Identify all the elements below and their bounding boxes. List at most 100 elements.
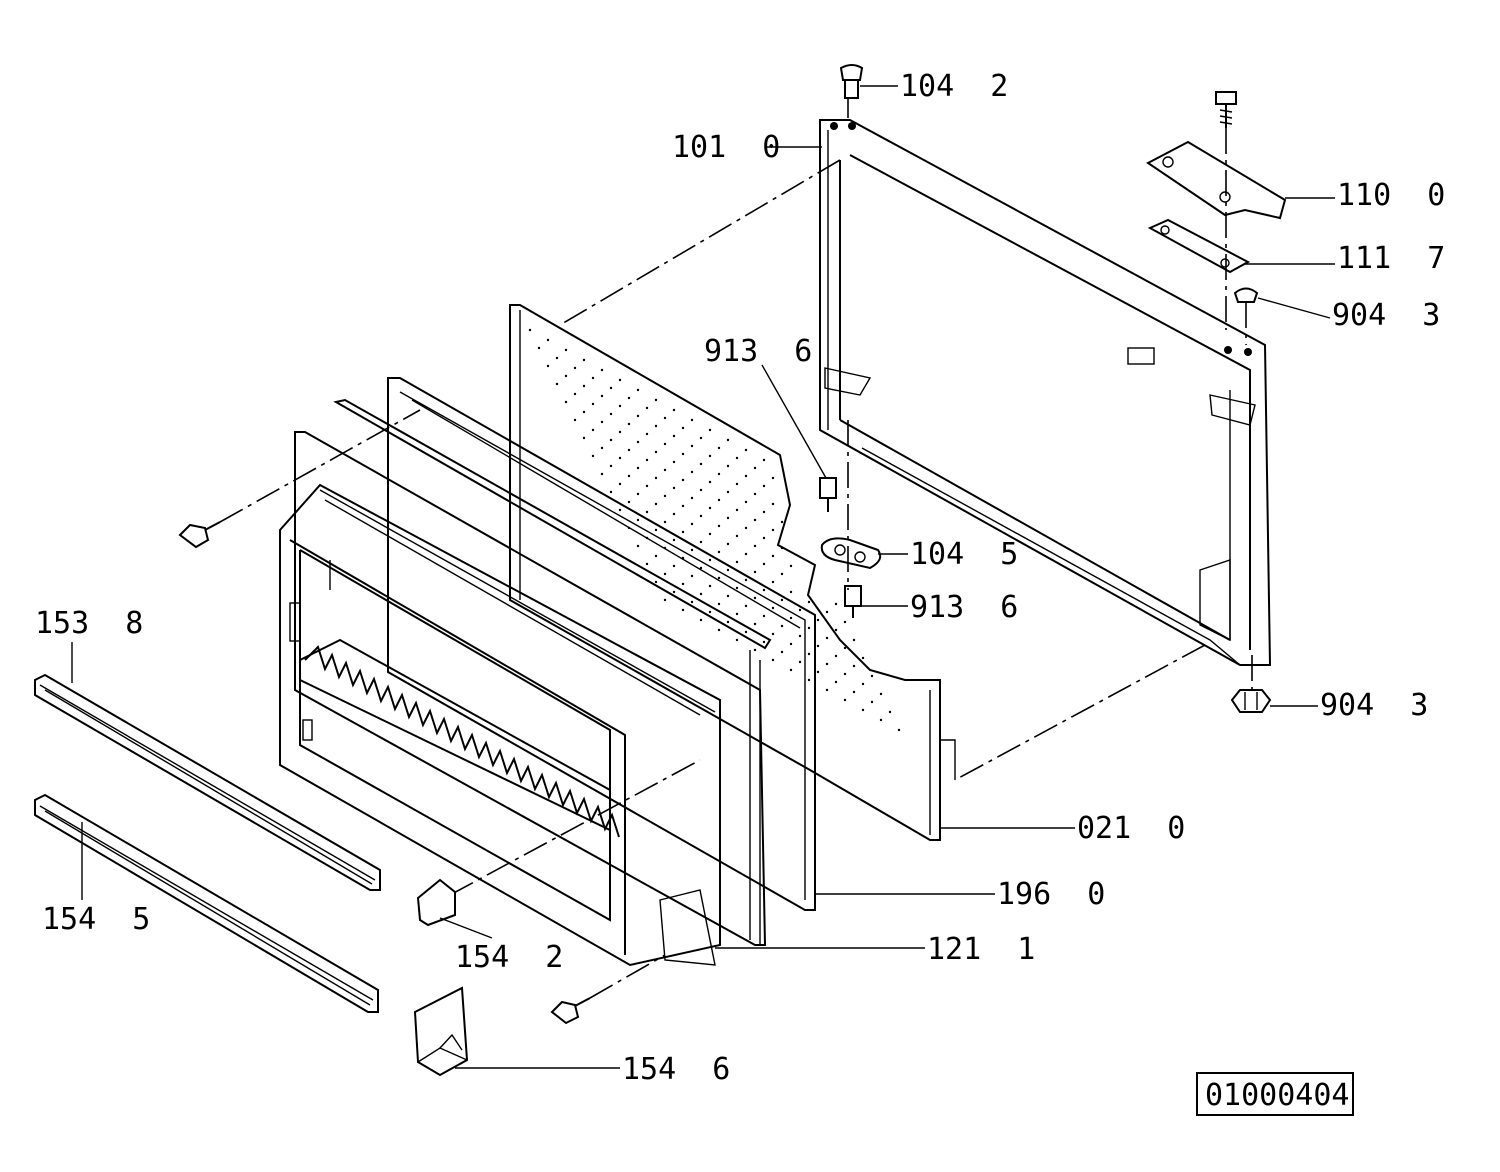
panel-dot xyxy=(654,554,658,558)
panel-dot xyxy=(798,634,802,638)
panel-dot xyxy=(663,468,667,472)
panel-dot xyxy=(573,418,577,422)
cap-104-2 xyxy=(839,64,864,99)
panel-dot xyxy=(717,576,721,580)
panel-dot xyxy=(600,394,604,398)
panel-dot xyxy=(546,338,550,342)
panel-dot xyxy=(645,406,649,410)
panel-dot xyxy=(591,454,595,458)
panel-dot xyxy=(627,474,631,478)
panel-dot xyxy=(708,480,712,484)
rear-frame xyxy=(819,119,1272,666)
panel-dot xyxy=(726,620,730,624)
panel-dot xyxy=(825,610,829,614)
panel-dot xyxy=(771,476,775,480)
panel-dot xyxy=(609,464,613,468)
panel-dot xyxy=(672,564,676,568)
panel-dot xyxy=(762,640,766,644)
panel-dot xyxy=(762,458,766,462)
panel-dot xyxy=(699,540,703,544)
screw-left xyxy=(178,521,221,549)
foot-904-3-bottom xyxy=(1230,689,1272,713)
panel-dot xyxy=(681,478,685,482)
panel-dot xyxy=(816,644,820,648)
panel-dot xyxy=(654,502,658,506)
panel-dot xyxy=(735,612,739,616)
drawing-number: 01000404 xyxy=(1205,1078,1350,1113)
screw-913-upper xyxy=(819,477,837,512)
panel-dot xyxy=(618,508,622,512)
panel-dot xyxy=(627,500,631,504)
panel-dot xyxy=(789,616,793,620)
screw-913-lower xyxy=(844,585,862,618)
panel-dot xyxy=(546,364,550,368)
panel-dot xyxy=(627,396,631,400)
panel-dot xyxy=(618,482,622,486)
panel-dot xyxy=(744,552,748,556)
panel-dot xyxy=(861,682,865,686)
panel-dots xyxy=(528,328,901,732)
panel-dot xyxy=(681,608,685,612)
panel-dot xyxy=(843,620,847,624)
callout-labels: 104 2 101 0 110 0 111 7 904 3 913 6 104 … xyxy=(35,69,1445,1087)
panel-dot xyxy=(879,718,883,722)
panel-dot xyxy=(789,590,793,594)
screw-top xyxy=(1215,91,1237,128)
panel-dot xyxy=(753,622,757,626)
panel-dot xyxy=(807,652,811,656)
panel-dot xyxy=(726,594,730,598)
panel-dot xyxy=(672,538,676,542)
panel-dot xyxy=(708,610,712,614)
panel-dot xyxy=(591,428,595,432)
panel-dot xyxy=(582,436,586,440)
panel-dot xyxy=(771,580,775,584)
panel-dot xyxy=(690,600,694,604)
panel-dot xyxy=(717,550,721,554)
panel-dot xyxy=(672,512,676,516)
panel-dot xyxy=(645,432,649,436)
panel-dot xyxy=(636,440,640,444)
panel-dot xyxy=(807,626,811,630)
panel-dot xyxy=(591,402,595,406)
panel-dot xyxy=(636,544,640,548)
seal-frame-121 xyxy=(294,431,767,966)
panel-dot xyxy=(861,708,865,712)
panel-dot xyxy=(645,484,649,488)
screw-bottom xyxy=(550,997,591,1025)
panel-dot xyxy=(735,534,739,538)
callout-154-5: 154 5 xyxy=(42,902,150,937)
panel-dot xyxy=(699,436,703,440)
panel-dot xyxy=(744,630,748,634)
panel-dot xyxy=(708,532,712,536)
panel-dot xyxy=(582,384,586,388)
panel-dot xyxy=(771,658,775,662)
panel-dot xyxy=(852,664,856,668)
panel-dot xyxy=(690,548,694,552)
callout-154-6: 154 6 xyxy=(622,1052,730,1087)
panel-dot xyxy=(726,464,730,468)
rail-154-5 xyxy=(34,793,379,1013)
callout-111-7: 111 7 xyxy=(1337,241,1445,276)
panel-dot xyxy=(816,670,820,674)
panel-dot xyxy=(663,416,667,420)
panel-dot xyxy=(744,474,748,478)
panel-dot xyxy=(825,688,829,692)
panel-dot xyxy=(708,584,712,588)
panel-dot xyxy=(888,710,892,714)
panel-dot xyxy=(645,562,649,566)
panel-dot xyxy=(726,438,730,442)
panel-dot xyxy=(717,498,721,502)
panel-dot xyxy=(744,500,748,504)
panel-dot xyxy=(690,418,694,422)
callout-104-2: 104 2 xyxy=(900,69,1008,104)
panel-dot xyxy=(816,618,820,622)
panel-dot xyxy=(699,592,703,596)
panel-dot xyxy=(699,566,703,570)
panel-dot xyxy=(843,698,847,702)
panel-dot xyxy=(726,542,730,546)
panel-dot xyxy=(591,376,595,380)
panel-dot xyxy=(654,476,658,480)
panel-dot xyxy=(735,586,739,590)
panel-dot xyxy=(699,514,703,518)
